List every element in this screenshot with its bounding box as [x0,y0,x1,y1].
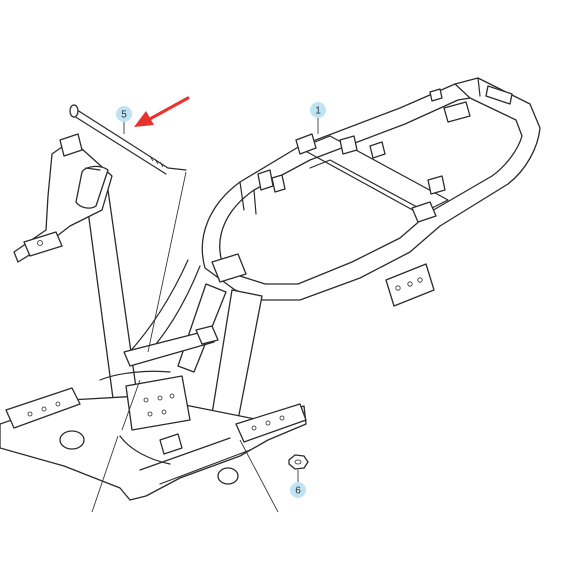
callout-number: 1 [315,106,321,117]
down-tubes [85,189,263,437]
bolt-part-5 [69,104,187,175]
head-tube-assembly [13,133,113,263]
leader-lines [91,117,319,513]
callout-number: 6 [295,486,301,497]
callout-part-5[interactable]: 5 [116,106,132,122]
callout-number: 5 [121,110,127,121]
nut-part-6 [288,454,309,470]
callout-part-1[interactable]: 1 [310,102,326,118]
callout-bubble [310,102,326,118]
callout-bubble [290,482,306,498]
callout-bubble [116,106,132,122]
callout-part-6[interactable]: 6 [290,482,306,498]
red-pointer-arrow-icon [134,96,190,127]
rear-frame-loop [201,77,541,307]
floor-platform [0,370,307,501]
